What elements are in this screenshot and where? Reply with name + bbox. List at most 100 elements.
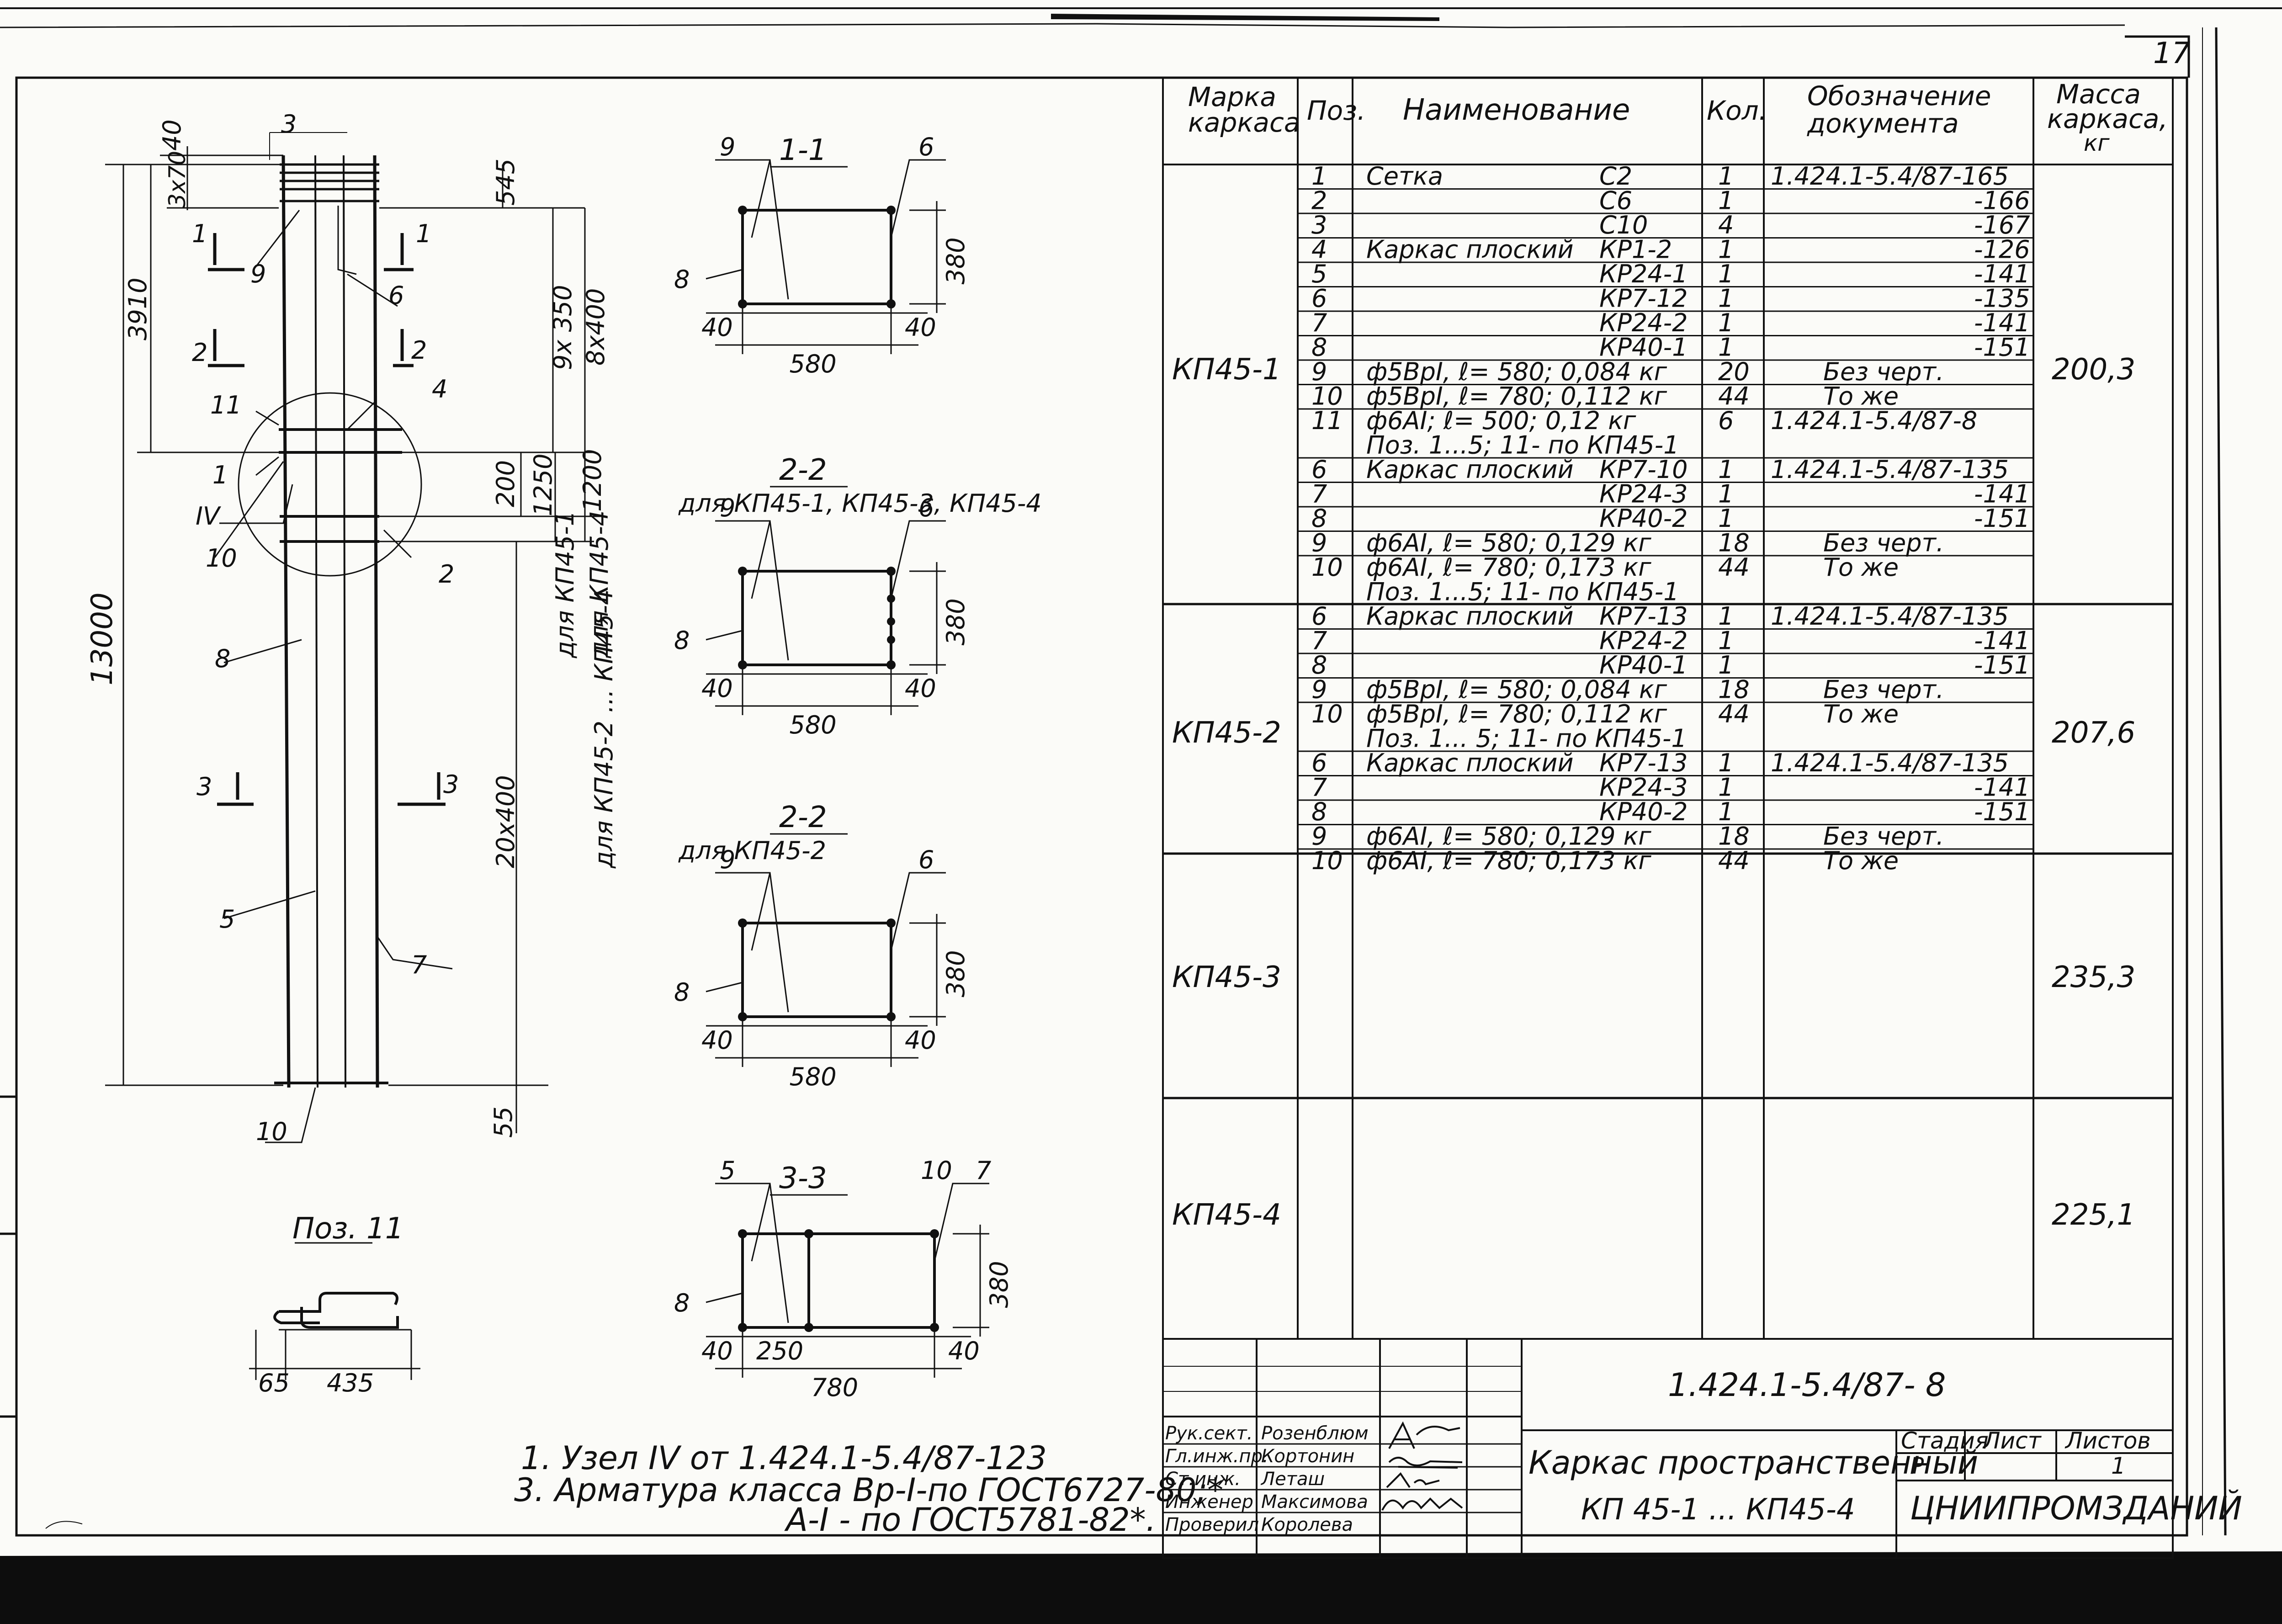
row-name: Поз. 1... 5; 11- по КП45-1 (1366, 724, 1687, 753)
top-scan-line (0, 23, 2125, 28)
section-leader-label: 6 (918, 494, 934, 522)
dim-3x70: 3x70 (164, 151, 191, 208)
row-code: КР40-1 (1599, 333, 1688, 362)
row-code: КР24-1 (1599, 260, 1688, 288)
row-pos: 9 (1311, 529, 1327, 557)
dim-note-kp45-1: для КП45-1 (551, 510, 579, 658)
bottom-scan-border (0, 1558, 2282, 1624)
section-leader-label: 7 (976, 1156, 991, 1185)
header-mass-unit: кг (2084, 130, 2110, 156)
row-pos: 3 (1311, 211, 1327, 239)
elev-label-9: 9 (250, 260, 266, 288)
section-leaders (706, 872, 946, 1013)
elev-label-4: 4 (432, 375, 447, 403)
signature-name: Леташ (1260, 1469, 1325, 1490)
bar-dot (738, 918, 747, 928)
note-3: 3. Арматура класса Вр-I-по ГОСТ6727-80;* (514, 1471, 1223, 1509)
section-subtitle: для КП45-1, КП45-3, КП45-4 (678, 489, 1042, 518)
group-mark-2: КП45-2 (1172, 716, 1281, 750)
section-dimensions (706, 1225, 989, 1378)
row-doc: -141 (1974, 773, 2030, 802)
row-doc: -135 (1974, 284, 2030, 313)
row-name: ф6АI, ℓ= 580; 0,129 кг (1366, 822, 1651, 851)
row-code: КР24-3 (1599, 773, 1688, 802)
row-doc: 1.424.1-5.4/87-135 (1771, 455, 2009, 484)
group-mass-4: 225,1 (2052, 1198, 2135, 1232)
row-doc: Без черт. (1823, 822, 1944, 851)
row-doc: -151 (1974, 651, 2030, 679)
sheet-label: Лист (1982, 1428, 2042, 1454)
header-doc-line1: Обозначение (1807, 80, 1991, 111)
row-pos: 6 (1311, 284, 1327, 313)
row-doc: То же (1823, 382, 1899, 411)
elev-cut-1-right: 1 (416, 219, 431, 248)
row-qty: 1 (1718, 504, 1734, 533)
row-qty: 4 (1718, 211, 1734, 239)
section-dim-height: 380 (941, 598, 970, 645)
elev-label-7: 7 (411, 950, 427, 979)
bar-dot (804, 1323, 813, 1332)
row-doc: То же (1823, 700, 1899, 728)
section-dimensions (706, 914, 946, 1067)
group-mark-1: КП45-1 (1172, 353, 1281, 387)
row-name: Поз. 1...5; 11- по КП45-1 (1366, 578, 1679, 606)
row-pos: 7 (1311, 626, 1327, 655)
row-qty: 1 (1718, 773, 1734, 802)
row-qty: 18 (1718, 529, 1750, 557)
elev-cut-1-left: 1 (192, 219, 207, 248)
pos11-dim-435: 435 (327, 1369, 374, 1397)
dim-note-kp45-4: для КП45-4 (585, 510, 614, 658)
section-leader-label: 6 (918, 133, 934, 161)
row-pos: 6 (1311, 455, 1327, 484)
row-pos: 5 (1311, 260, 1327, 288)
row-doc: -167 (1974, 211, 2030, 239)
sheets-value: 1 (2111, 1453, 2126, 1479)
row-qty: 1 (1718, 651, 1734, 679)
section-dim-cover: 40 (701, 313, 733, 342)
section-leader-label: 10 (921, 1156, 952, 1185)
row-qty: 20 (1718, 357, 1750, 386)
row-qty: 6 (1718, 406, 1734, 435)
table-row: 9 ф6АI, ℓ= 580; 0,129 кг 18 Без черт. (1311, 822, 1944, 851)
document-subtitle: КП 45-1 ... КП45-4 (1581, 1493, 1855, 1527)
row-pos: 8 (1311, 504, 1327, 533)
row-name: ф6АI, ℓ= 780; 0,173 кг (1366, 846, 1651, 875)
row-name: ф5ВрI, ℓ= 780; 0,112 кг (1366, 382, 1667, 411)
row-qty: 18 (1718, 822, 1750, 851)
group-mark-3: КП45-3 (1172, 961, 1281, 994)
section-leader-label: 8 (674, 978, 690, 1007)
dim-20x400: 20x400 (491, 775, 520, 868)
sheets-label: Листов (2064, 1428, 2151, 1454)
row-code: КР24-2 (1599, 626, 1688, 655)
row-pos: 7 (1311, 773, 1327, 802)
row-doc: 1.424.1-5.4/87-8 (1771, 406, 1977, 435)
pos11-dim-65: 65 (258, 1369, 290, 1397)
row-name: ф6АI, ℓ= 780; 0,173 кг (1366, 553, 1651, 582)
header-mark-line1: Марка (1188, 81, 1276, 112)
row-pos: 8 (1311, 651, 1327, 679)
row-qty: 1 (1718, 308, 1734, 337)
row-qty: 1 (1718, 626, 1734, 655)
row-code: С10 (1599, 211, 1648, 239)
elev-cut-3-left: 3 (196, 772, 212, 801)
section-title: 2-2 (779, 453, 827, 487)
bar-dot (887, 617, 895, 626)
table-row: 3 С10 4 -167 (1311, 211, 2030, 239)
row-pos: 1 (1311, 162, 1327, 191)
row-qty: 1 (1718, 186, 1734, 215)
signature-name: Королева (1261, 1514, 1353, 1535)
row-pos: 9 (1311, 822, 1327, 851)
row-name: Каркас плоский (1366, 455, 1574, 484)
dim-9x350: 9x 350 (548, 285, 577, 370)
header-mass-line2: каркаса, (2047, 103, 2168, 134)
